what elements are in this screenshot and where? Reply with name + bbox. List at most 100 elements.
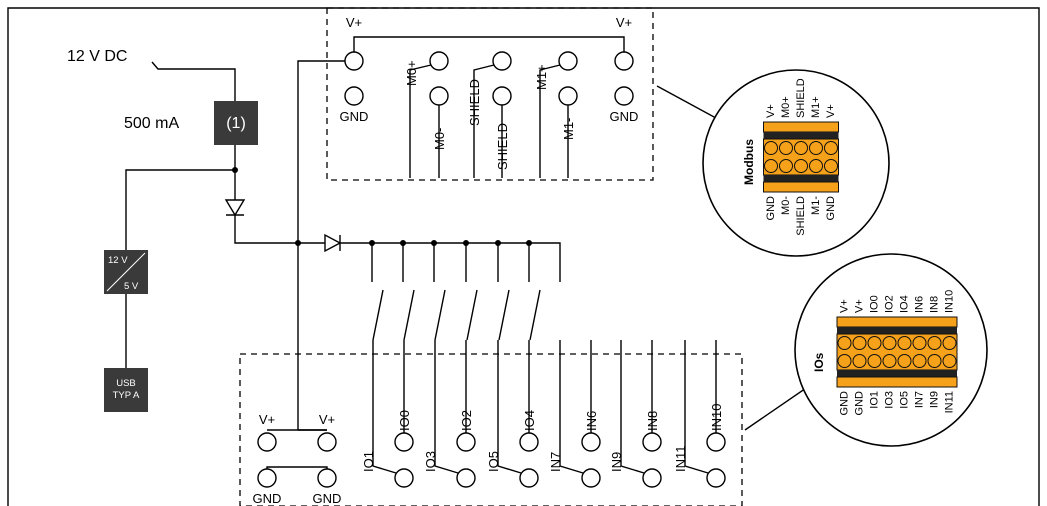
- modbus-connector-bottom-pin-label: M0-: [780, 196, 792, 215]
- io-terminal-in9: [642, 468, 662, 488]
- io-connector-bottom-pin-label: GND: [839, 391, 851, 416]
- modbus-connector-clamp-icon: [824, 141, 838, 155]
- bus-diode-icon: [324, 233, 342, 253]
- modbus-gnd-left: GND: [340, 109, 369, 124]
- modbus-connector-top-pin-label: M0+: [780, 96, 792, 118]
- switch-contact-icon: [498, 289, 510, 341]
- io-callout-line: [744, 383, 813, 431]
- io-connector-clamp-icon: [837, 336, 852, 350]
- io-connector-header: [836, 316, 958, 328]
- modbus-connector-clamp-icon: [794, 141, 808, 155]
- usb-port-box: [104, 368, 148, 412]
- usb-label-line2: TYP A: [113, 390, 140, 401]
- io-bottom-wire: [372, 340, 397, 474]
- io-terminal-gnd-left: [257, 468, 277, 488]
- modbus-shield-lower-label: SHIELD: [495, 123, 510, 170]
- io-connector-clamp-icon: [912, 336, 927, 350]
- modbus-connector-clamp-icon: [764, 141, 778, 155]
- io-connector-clamp-icon: [867, 336, 882, 350]
- fuse-box: [214, 101, 258, 145]
- converter-branch-wire: [125, 169, 235, 250]
- io-connector-top-pin-label: IO0: [869, 295, 881, 313]
- modbus-m1plus-label: M1+: [534, 64, 549, 90]
- io-terminal-vplus-left: [257, 432, 277, 452]
- io-terminal-io2: [456, 432, 476, 452]
- io-connector-top-pin-label: IO2: [884, 295, 896, 313]
- io-terminal-io4: [519, 432, 539, 452]
- modbus-connector-top-pin-label: SHIELD: [795, 78, 807, 118]
- io-connector-clamp-icon: [897, 336, 912, 350]
- io-connector-latch-row: [837, 370, 957, 377]
- io-label-in11: IN11: [673, 446, 688, 473]
- io-connector-bottom-pin-label: GND: [854, 391, 866, 416]
- io-connector-clamp-icon: [897, 354, 912, 368]
- io-connector-footer: [836, 376, 958, 388]
- io-connector-top-pin-label: IN10: [944, 290, 956, 313]
- modbus-connector-header: [763, 121, 839, 133]
- switch-contact-icon: [529, 289, 541, 341]
- io-connector-clamp-icon: [882, 354, 897, 368]
- io-label-in7: IN7: [548, 452, 563, 472]
- modbus-connector-clamp-icon: [779, 141, 793, 155]
- io-terminal-vplus-right: [317, 432, 337, 452]
- modbus-terminal-m1minus: [558, 86, 578, 106]
- modbus-terminal-gnd-right: [614, 86, 634, 106]
- io-terminal-io1: [394, 468, 414, 488]
- io-connector-title: IOs: [812, 352, 826, 372]
- modbus-terminal-m1plus: [558, 51, 578, 71]
- switch-contact-icon: [434, 289, 446, 341]
- modbus-connector-clamp-icon: [809, 159, 823, 173]
- io-connector-clamp-icon: [882, 336, 897, 350]
- modbus-vplus-bridge: [353, 36, 625, 52]
- diode-out-wire: [234, 215, 325, 244]
- modbus-gnd-right: GND: [610, 109, 639, 124]
- modbus-terminal-vplus-right: [614, 51, 634, 71]
- io-connector-bottom-pin-label: IN11: [944, 391, 956, 413]
- modbus-terminal-m0minus: [429, 86, 449, 106]
- io-terminal-io5: [519, 468, 539, 488]
- modbus-m1plus-wire: [539, 64, 561, 178]
- modbus-m0minus-label: M0-: [432, 128, 447, 150]
- io-terminal-in8: [642, 432, 662, 452]
- io-connector-clamp-icon: [912, 354, 927, 368]
- io-connector-top-pin-label: V+: [854, 299, 866, 313]
- io-connector-bottom-pin-label: IO5: [899, 391, 911, 409]
- modbus-terminal-m0plus: [429, 51, 449, 71]
- io-terminal-in7: [581, 468, 601, 488]
- io-terminal-io3: [456, 468, 476, 488]
- io-gnd-bridge: [266, 466, 328, 475]
- modbus-vplus-right: V+: [616, 15, 632, 30]
- modbus-m0plus-label: M0+: [404, 60, 419, 86]
- io-connector-bottom-pin-label: IO1: [869, 391, 881, 409]
- modbus-connector-clamp-icon: [809, 141, 823, 155]
- switch-contact-icon: [466, 289, 478, 341]
- modbus-connector-footer: [763, 181, 839, 193]
- modbus-connector-bottom-pin-label: M1-: [810, 196, 822, 215]
- modbus-m0plus-wire: [409, 64, 432, 178]
- io-bottom-wire: [684, 340, 709, 474]
- io-label-io5: IO5: [486, 451, 501, 472]
- usb-label-line1: USB: [116, 378, 136, 389]
- io-terminal-block: [239, 353, 743, 506]
- io-connector-clamp-icon: [867, 354, 882, 368]
- io-connector-clamp-icon: [837, 354, 852, 368]
- converter-input-label: 12 V: [108, 255, 128, 266]
- io-bottom-wire: [434, 340, 459, 474]
- switch-bus-wire: [340, 242, 561, 282]
- modbus-terminal-vplus-left: [344, 51, 364, 71]
- modbus-connector-top-pin-label: V+: [765, 104, 777, 118]
- io-vplus-left: V+: [259, 412, 275, 427]
- modbus-shield-upper-label: SHIELD: [467, 79, 482, 126]
- modbus-connector-top-pin-label: M1+: [810, 96, 822, 118]
- modbus-m1minus-label: M1-: [561, 118, 576, 140]
- io-connector-clamp-icon: [852, 336, 867, 350]
- modbus-connector-bottom-pin-label: SHIELD: [795, 196, 807, 236]
- modbus-vplus-feed: [297, 60, 345, 430]
- io-gnd-left: GND: [253, 491, 282, 506]
- modbus-terminal-block: [326, 7, 654, 181]
- io-terminal-in6: [581, 432, 601, 452]
- modbus-terminal-shield-bottom: [492, 86, 512, 106]
- modbus-connector-clamp-icon: [824, 159, 838, 173]
